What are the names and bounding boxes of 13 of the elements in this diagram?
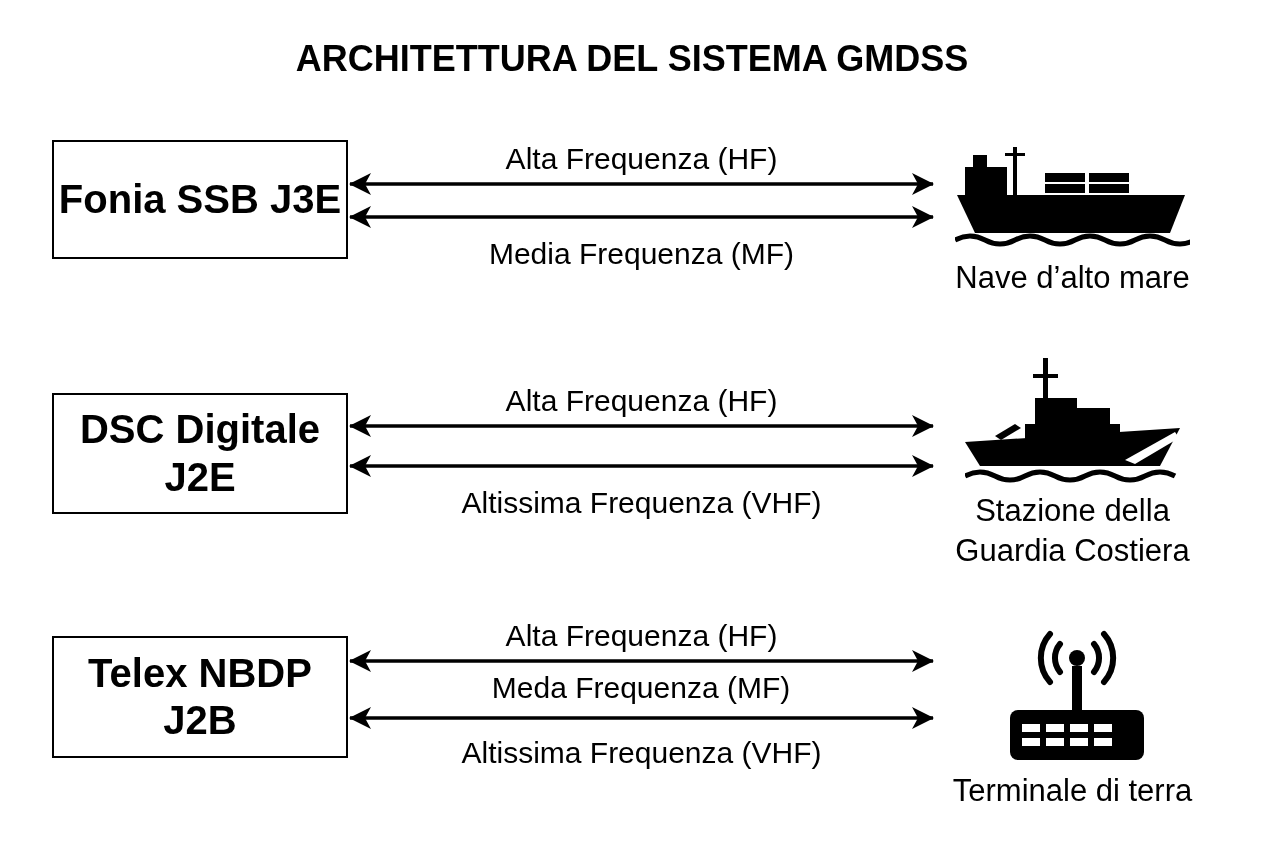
double-arrow [349, 173, 934, 195]
mode-box: Fonia SSB J3E [52, 140, 348, 259]
station-caption: Terminale di terra [951, 772, 1194, 810]
station-caption: Stazione della Guardia Costiera [954, 492, 1191, 571]
double-arrow [349, 707, 934, 729]
mode-box: DSC Digitale J2E [52, 393, 348, 514]
double-arrow [349, 650, 934, 672]
double-arrow [349, 455, 934, 477]
diagram-title: ARCHITETTURA DEL SISTEMA GMDSS [294, 38, 970, 80]
double-arrow [349, 206, 934, 228]
station-caption: Nave d’alto mare [954, 259, 1191, 297]
double-arrow [349, 415, 934, 437]
mode-box: Telex NBDP J2B [52, 636, 348, 758]
